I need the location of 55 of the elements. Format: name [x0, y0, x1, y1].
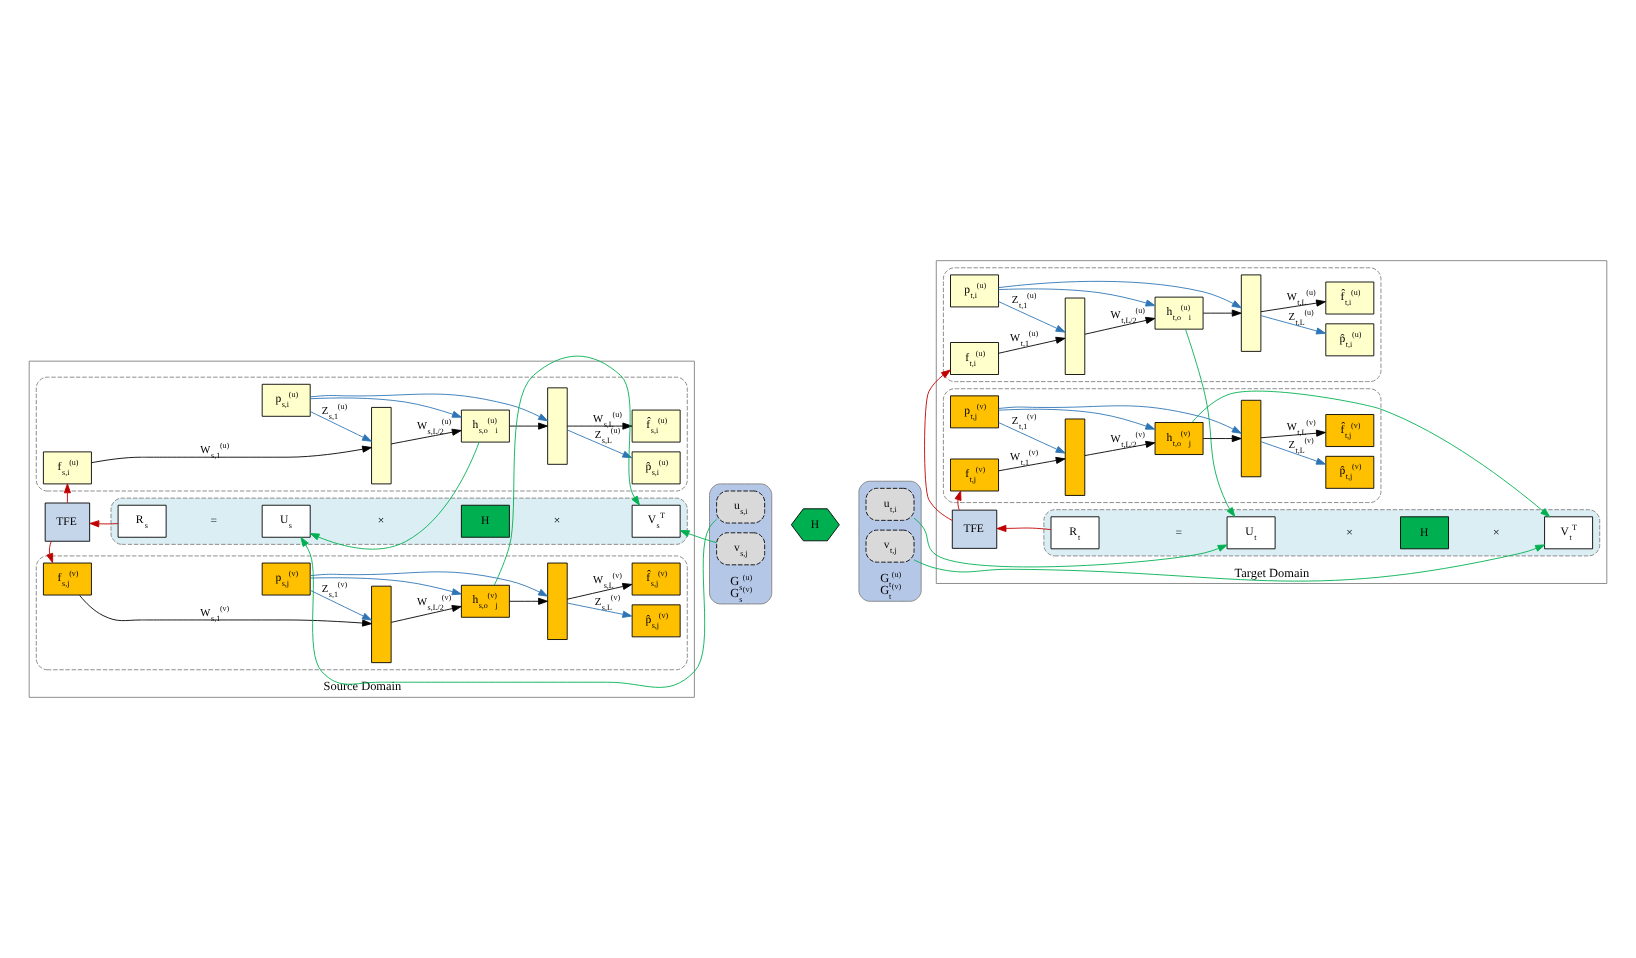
arrow: [1260, 299, 1326, 313]
arrow: [91, 445, 372, 464]
node-bar: [1064, 297, 1086, 375]
arrow: [1202, 309, 1242, 317]
arrow: [390, 605, 462, 623]
node-bar: [547, 387, 568, 465]
arrow: [309, 441, 480, 550]
arrow: [679, 530, 718, 544]
arrow: [1260, 429, 1326, 439]
arrow: [996, 524, 1052, 532]
arrow: [913, 517, 1228, 568]
arrow: [566, 429, 633, 459]
arrow: [493, 355, 640, 586]
arrow: [309, 397, 462, 418]
arrow: [1185, 329, 1236, 517]
arrow: [1260, 441, 1326, 465]
node-bar: [1240, 274, 1262, 352]
node-bar: [371, 406, 392, 485]
arrow: [924, 369, 953, 521]
arrow: [309, 577, 462, 596]
node-bar: [1240, 399, 1262, 478]
node-bar: [547, 562, 568, 640]
arrow: [998, 405, 1242, 434]
arrow: [309, 589, 372, 621]
arrow: [998, 288, 1156, 307]
arrow: [566, 582, 633, 600]
arrow: [998, 422, 1066, 454]
arrow: [46, 540, 54, 564]
arrow: [1084, 440, 1156, 456]
arrow: [998, 301, 1066, 333]
arrow: [63, 483, 71, 504]
node-bar: [371, 585, 392, 664]
cluster: [35, 555, 688, 671]
arrow: [310, 393, 548, 422]
node-bar: [1064, 418, 1086, 496]
arrow: [509, 422, 548, 430]
arrow: [79, 594, 372, 627]
arrow: [998, 408, 1156, 430]
arrow: [1084, 316, 1156, 335]
arrow: [954, 490, 962, 511]
arrow: [1260, 315, 1326, 335]
arrow: [1191, 390, 1551, 518]
arrow: [566, 602, 633, 618]
arrow: [566, 422, 633, 430]
arrow: [509, 597, 548, 605]
arrow: [309, 411, 372, 442]
arrow: [998, 456, 1066, 472]
arrow: [89, 520, 119, 528]
arrow: [998, 280, 1242, 309]
arrow: [300, 518, 717, 688]
arrow: [1202, 434, 1242, 443]
arrow: [998, 336, 1066, 354]
arrow: [310, 571, 548, 597]
arrow: [913, 544, 1545, 582]
arrow: [390, 428, 462, 445]
